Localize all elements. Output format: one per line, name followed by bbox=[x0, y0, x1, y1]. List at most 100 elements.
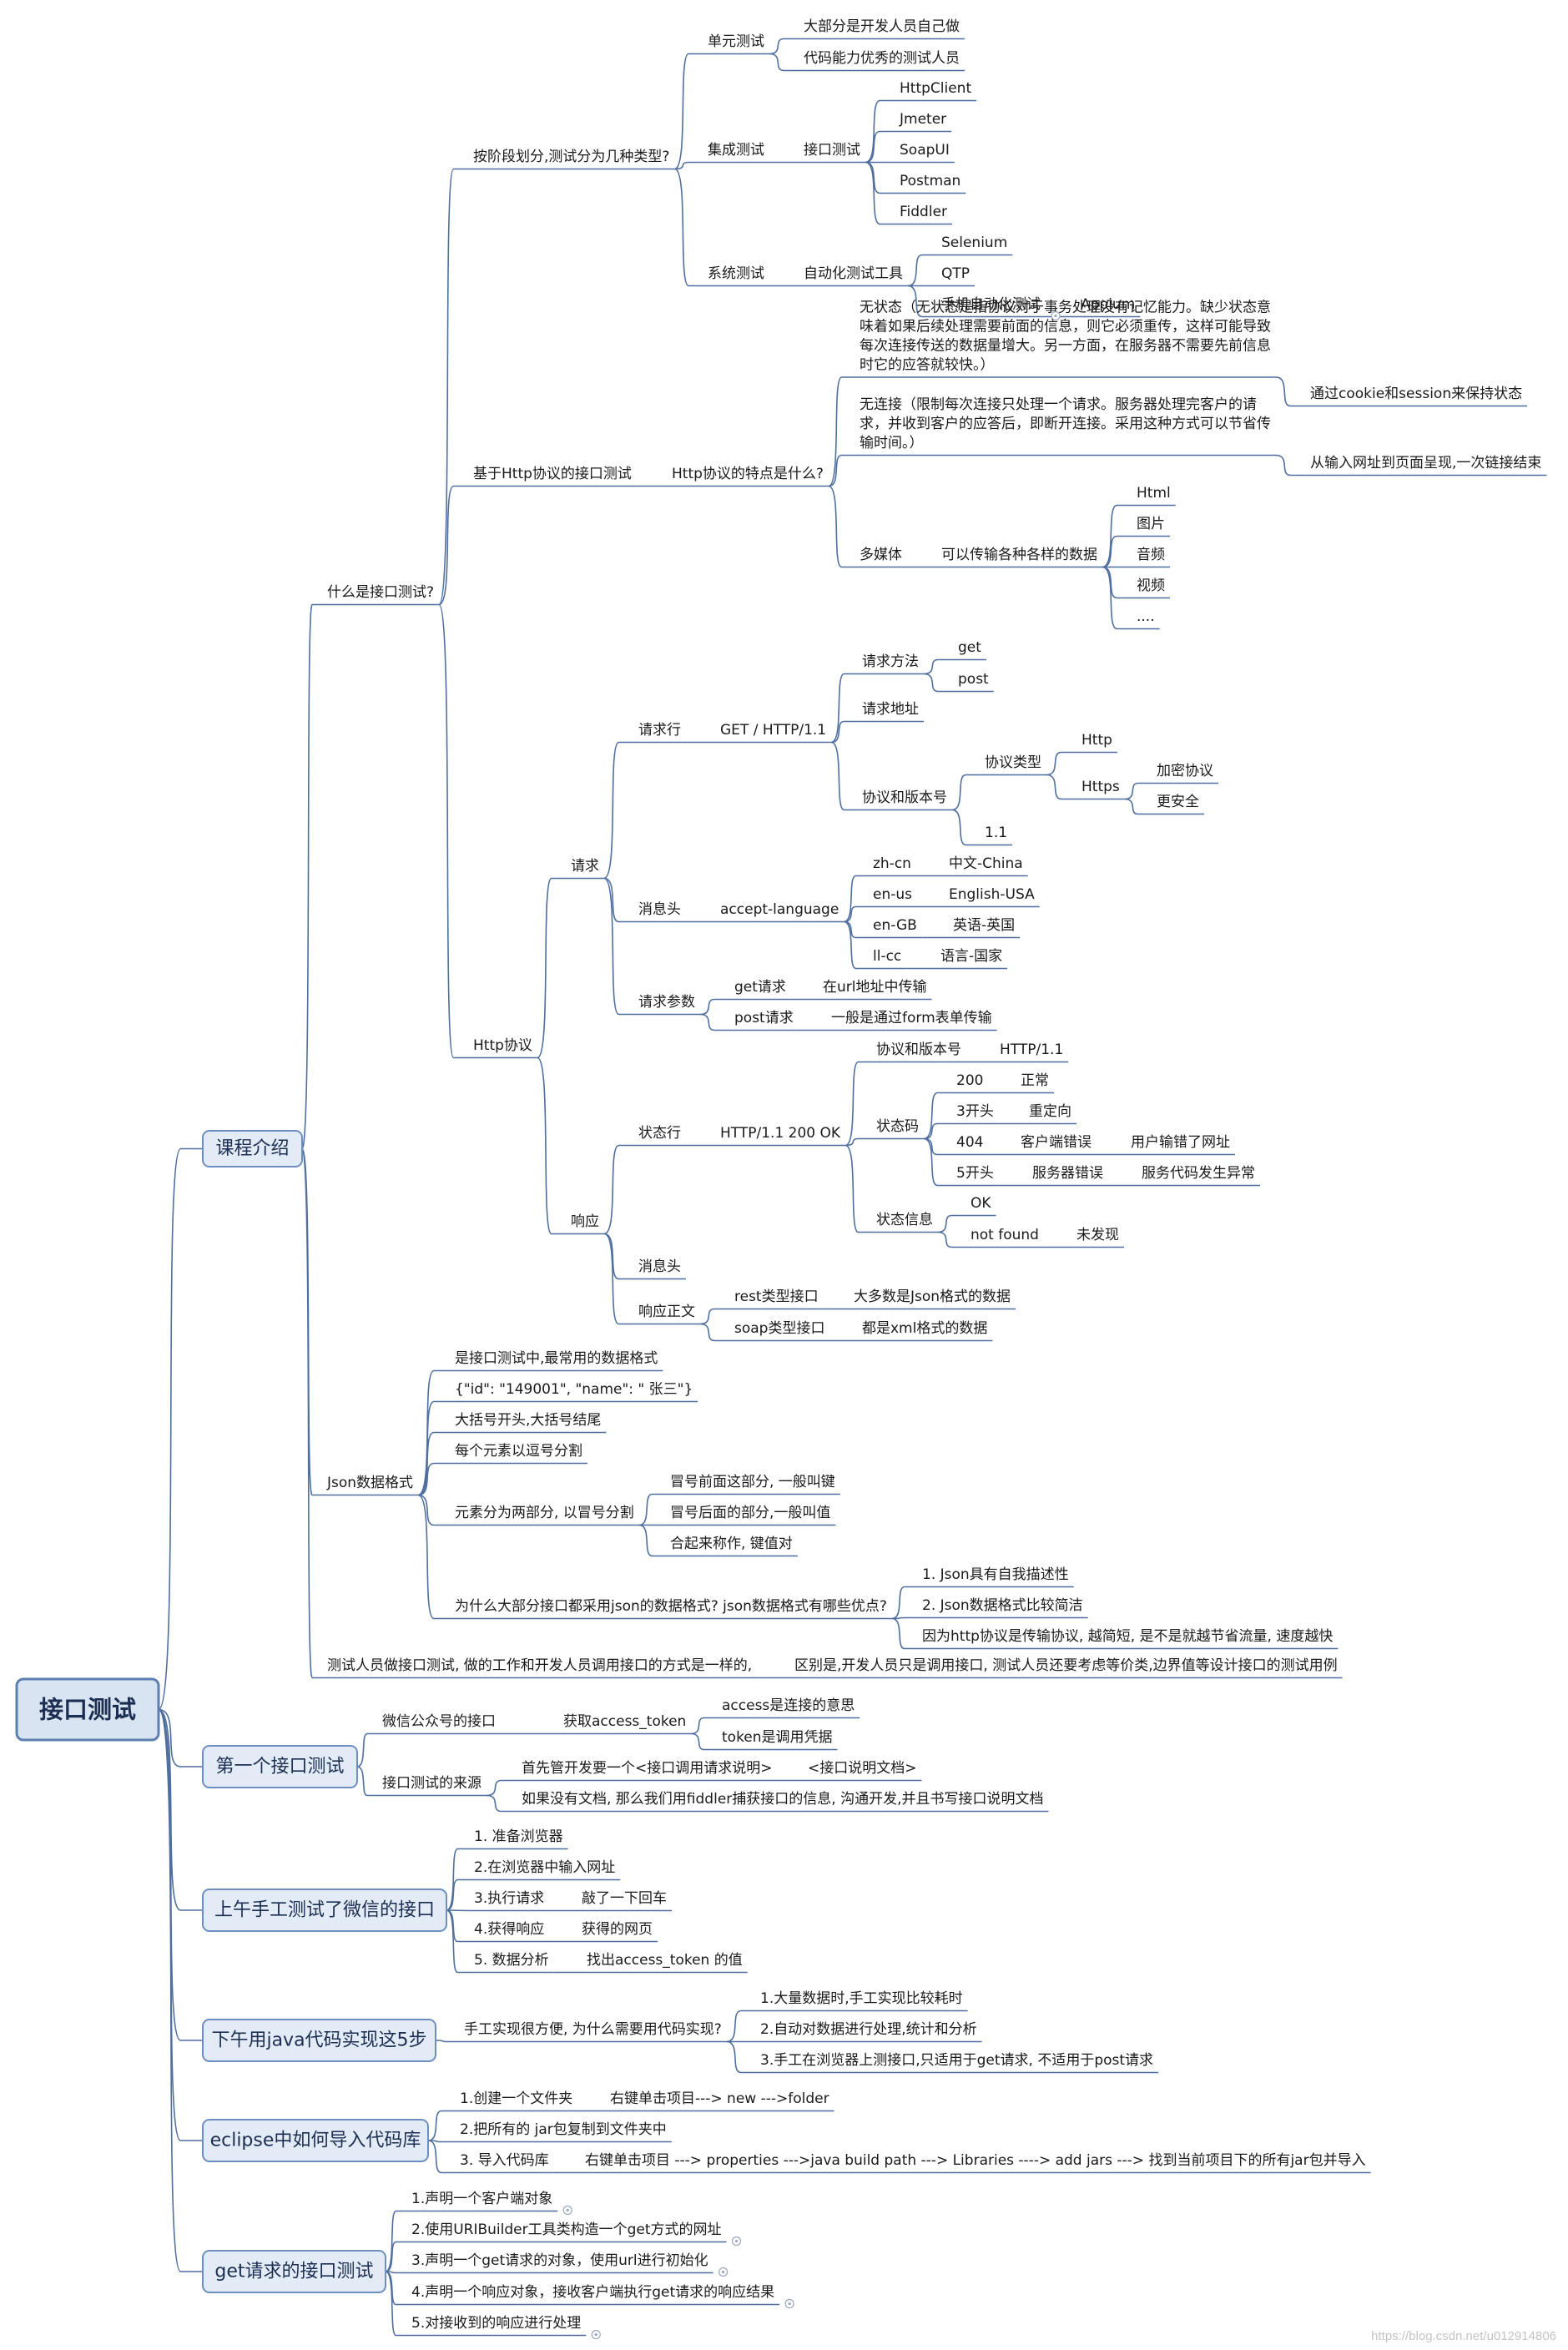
topic-node[interactable]: 响应正文 bbox=[633, 1304, 700, 1325]
topic-node[interactable]: 1.创建一个文件夹 bbox=[455, 2090, 578, 2112]
main-topic-node[interactable]: 下午用java代码实现这5步 bbox=[202, 2019, 436, 2062]
topic-node[interactable]: 通过cookie和session来保持状态 bbox=[1305, 386, 1528, 407]
topic-node[interactable]: 请求方法 bbox=[857, 653, 924, 675]
topic-node[interactable]: 无状态（无状态是指协议对于事务处理没有记忆能力。缺少状态意味着如果后续处理需要前… bbox=[855, 300, 1276, 378]
topic-node[interactable]: 请求 bbox=[566, 858, 604, 880]
topic-node[interactable]: 按阶段划分,测试分为几种类型? bbox=[468, 149, 675, 170]
topic-node[interactable]: 2.使用URIBuilder工具类构造一个get方式的网址 bbox=[406, 2221, 742, 2247]
topic-node[interactable]: Appium bbox=[1076, 296, 1141, 318]
topic-node[interactable]: 冒号前面这部分, 一般叫键 bbox=[665, 1474, 840, 1495]
topic-node[interactable]: 每个元素以逗号分割 bbox=[450, 1443, 587, 1465]
topic-node[interactable]: 1. Json具有自我描述性 bbox=[917, 1566, 1074, 1588]
topic-node[interactable]: 在url地址中传输 bbox=[818, 979, 932, 1001]
topic-node[interactable]: 4.获得响应 bbox=[469, 1921, 550, 1943]
main-topic-node[interactable]: 课程介绍 bbox=[202, 1130, 303, 1167]
topic-node[interactable]: 元素分为两部分, 以冒号分割 bbox=[450, 1505, 639, 1526]
topic-node[interactable]: 1.大量数据时,手工实现比较耗时 bbox=[755, 1990, 968, 2012]
topic-node[interactable]: 3. 导入代码库 bbox=[455, 2152, 554, 2174]
topic-node[interactable]: 状态信息 bbox=[871, 1212, 938, 1233]
topic-node[interactable]: 图片 bbox=[1132, 516, 1170, 537]
topic-node[interactable]: ll-cc bbox=[868, 948, 907, 970]
topic-node[interactable]: 语言-国家 bbox=[935, 948, 1008, 970]
topic-node[interactable]: 客户端错误 bbox=[1016, 1134, 1097, 1156]
topic-node[interactable]: 如果没有文档, 那么我们用fiddler捕获接口的信息, 沟通开发,并且书写接口… bbox=[517, 1791, 1049, 1813]
topic-node[interactable]: 系统测试 bbox=[703, 265, 769, 287]
topic-node[interactable]: OK bbox=[966, 1195, 996, 1217]
topic-node[interactable]: 1.1 bbox=[980, 825, 1013, 846]
topic-node[interactable]: 中文-China bbox=[944, 855, 1028, 877]
topic-node[interactable]: 3开头 bbox=[951, 1103, 999, 1125]
root-node[interactable]: 接口测试 bbox=[15, 1677, 160, 1742]
topic-node[interactable]: 手工实现很方便, 为什么需要用代码实现? bbox=[459, 2021, 727, 2043]
topic-node[interactable]: HTTP/1.1 bbox=[995, 1041, 1069, 1063]
topic-node[interactable]: 404 bbox=[951, 1134, 989, 1156]
topic-node[interactable]: 合起来称作, 键值对 bbox=[665, 1536, 798, 1557]
topic-node[interactable]: 2.在浏览器中输入网址 bbox=[469, 1859, 621, 1881]
topic-node[interactable]: 多媒体 bbox=[855, 547, 907, 568]
topic-node[interactable]: 集成测试 bbox=[703, 142, 769, 164]
topic-node[interactable]: 手机自动化测试 bbox=[936, 296, 1061, 321]
topic-node[interactable]: 4.声明一个响应对象，接收客户端执行get请求的响应结果 bbox=[406, 2284, 794, 2309]
topic-node[interactable]: GET / HTTP/1.1 bbox=[715, 722, 832, 744]
topic-node[interactable]: zh-cn bbox=[868, 855, 916, 877]
topic-node[interactable]: HttpClient bbox=[895, 80, 977, 102]
topic-node[interactable]: 协议和版本号 bbox=[871, 1041, 966, 1063]
topic-node[interactable]: 2.把所有的 jar包复制到文件夹中 bbox=[455, 2121, 672, 2143]
topic-node[interactable]: .... bbox=[1132, 608, 1160, 630]
topic-node[interactable]: 基于Http协议的接口测试 bbox=[468, 466, 637, 487]
main-topic-node[interactable]: get请求的接口测试 bbox=[202, 2250, 386, 2293]
topic-node[interactable]: 因为http协议是传输协议, 越简短, 是不是就越节省流量, 速度越快 bbox=[917, 1628, 1339, 1650]
topic-node[interactable]: 服务器错误 bbox=[1027, 1165, 1108, 1187]
topic-node[interactable]: Html bbox=[1132, 485, 1176, 507]
topic-node[interactable]: 单元测试 bbox=[703, 33, 769, 55]
topic-node[interactable]: 视频 bbox=[1132, 577, 1170, 599]
topic-node[interactable]: 右键单击项目---> new --->folder bbox=[605, 2090, 834, 2112]
topic-node[interactable]: 2.自动对数据进行处理,统计和分析 bbox=[755, 2021, 982, 2043]
topic-node[interactable]: 200 bbox=[951, 1072, 989, 1094]
topic-node[interactable]: 自动化测试工具 bbox=[799, 265, 908, 287]
topic-node[interactable]: Https bbox=[1076, 779, 1125, 800]
topic-node[interactable]: English-USA bbox=[944, 886, 1040, 908]
topic-node[interactable]: 从输入网址到页面呈现,一次链接结束 bbox=[1305, 455, 1547, 477]
topic-node[interactable]: rest类型接口 bbox=[729, 1288, 824, 1310]
topic-node[interactable]: Fiddler bbox=[895, 204, 953, 225]
topic-node[interactable]: 重定向 bbox=[1024, 1103, 1076, 1125]
topic-node[interactable]: 英语-英国 bbox=[948, 917, 1021, 939]
topic-node[interactable]: 3.声明一个get请求的对象，使用url进行初始化 bbox=[406, 2252, 729, 2277]
topic-node[interactable]: 接口测试的来源 bbox=[377, 1775, 487, 1797]
topic-node[interactable]: soap类型接口 bbox=[729, 1320, 830, 1342]
topic-node[interactable]: 加密协议 bbox=[1152, 763, 1218, 784]
main-topic-node[interactable]: 第一个接口测试 bbox=[202, 1745, 358, 1788]
main-topic-node[interactable]: eclipse中如何导入代码库 bbox=[202, 2119, 429, 2162]
main-topic-node[interactable]: 上午手工测试了微信的接口 bbox=[202, 1889, 447, 1932]
topic-node[interactable]: 首先管开发要一个<接口调用请求说明> bbox=[517, 1760, 778, 1782]
topic-node[interactable]: 敲了一下回车 bbox=[577, 1890, 672, 1912]
topic-node[interactable]: get bbox=[953, 639, 986, 661]
topic-node[interactable]: 找出access_token 的值 bbox=[582, 1952, 748, 1974]
topic-node[interactable]: {"id": "149001", "name": " 张三"} bbox=[450, 1381, 698, 1403]
topic-node[interactable]: en-us bbox=[868, 886, 917, 908]
topic-node[interactable]: 1.声明一个客户端对象 bbox=[406, 2191, 572, 2216]
topic-node[interactable]: Postman bbox=[895, 173, 966, 194]
topic-node[interactable]: 消息头 bbox=[633, 901, 686, 923]
topic-node[interactable]: 获得的网页 bbox=[577, 1921, 658, 1943]
topic-node[interactable]: 正常 bbox=[1016, 1072, 1054, 1094]
topic-node[interactable]: 大多数是Json格式的数据 bbox=[849, 1288, 1016, 1310]
topic-node[interactable]: accept-language bbox=[715, 901, 845, 923]
topic-node[interactable]: 一般是通过form表单传输 bbox=[826, 1010, 997, 1031]
topic-node[interactable]: 无连接（限制每次连接只处理一个请求。服务器处理完客户的请求，并收到客户的应答后，… bbox=[855, 396, 1276, 456]
topic-node[interactable]: 测试人员做接口测试, 做的工作和开发人员调用接口的方式是一样的, bbox=[322, 1657, 758, 1679]
topic-node[interactable]: 1. 准备浏览器 bbox=[469, 1828, 568, 1850]
topic-node[interactable]: get请求 bbox=[729, 979, 791, 1001]
topic-node[interactable]: 可以传输各种各样的数据 bbox=[936, 547, 1102, 568]
topic-node[interactable]: post请求 bbox=[729, 1010, 799, 1031]
topic-node[interactable]: 大括号开头,大括号结尾 bbox=[450, 1412, 607, 1434]
topic-node[interactable]: SoapUI bbox=[895, 142, 955, 164]
topic-node[interactable]: 3.手工在浏览器上测接口,只适用于get请求, 不适用于post请求 bbox=[755, 2052, 1159, 2074]
topic-node[interactable]: Http bbox=[1076, 732, 1117, 754]
topic-node[interactable]: 区别是,开发人员只是调用接口, 测试人员还要考虑等价类,边界值等设计接口的测试用… bbox=[789, 1657, 1343, 1679]
topic-node[interactable]: 音频 bbox=[1132, 547, 1170, 568]
topic-node[interactable]: 消息头 bbox=[633, 1258, 686, 1280]
topic-node[interactable]: token是调用凭据 bbox=[717, 1729, 838, 1751]
topic-node[interactable]: 大部分是开发人员自己做 bbox=[799, 18, 965, 40]
